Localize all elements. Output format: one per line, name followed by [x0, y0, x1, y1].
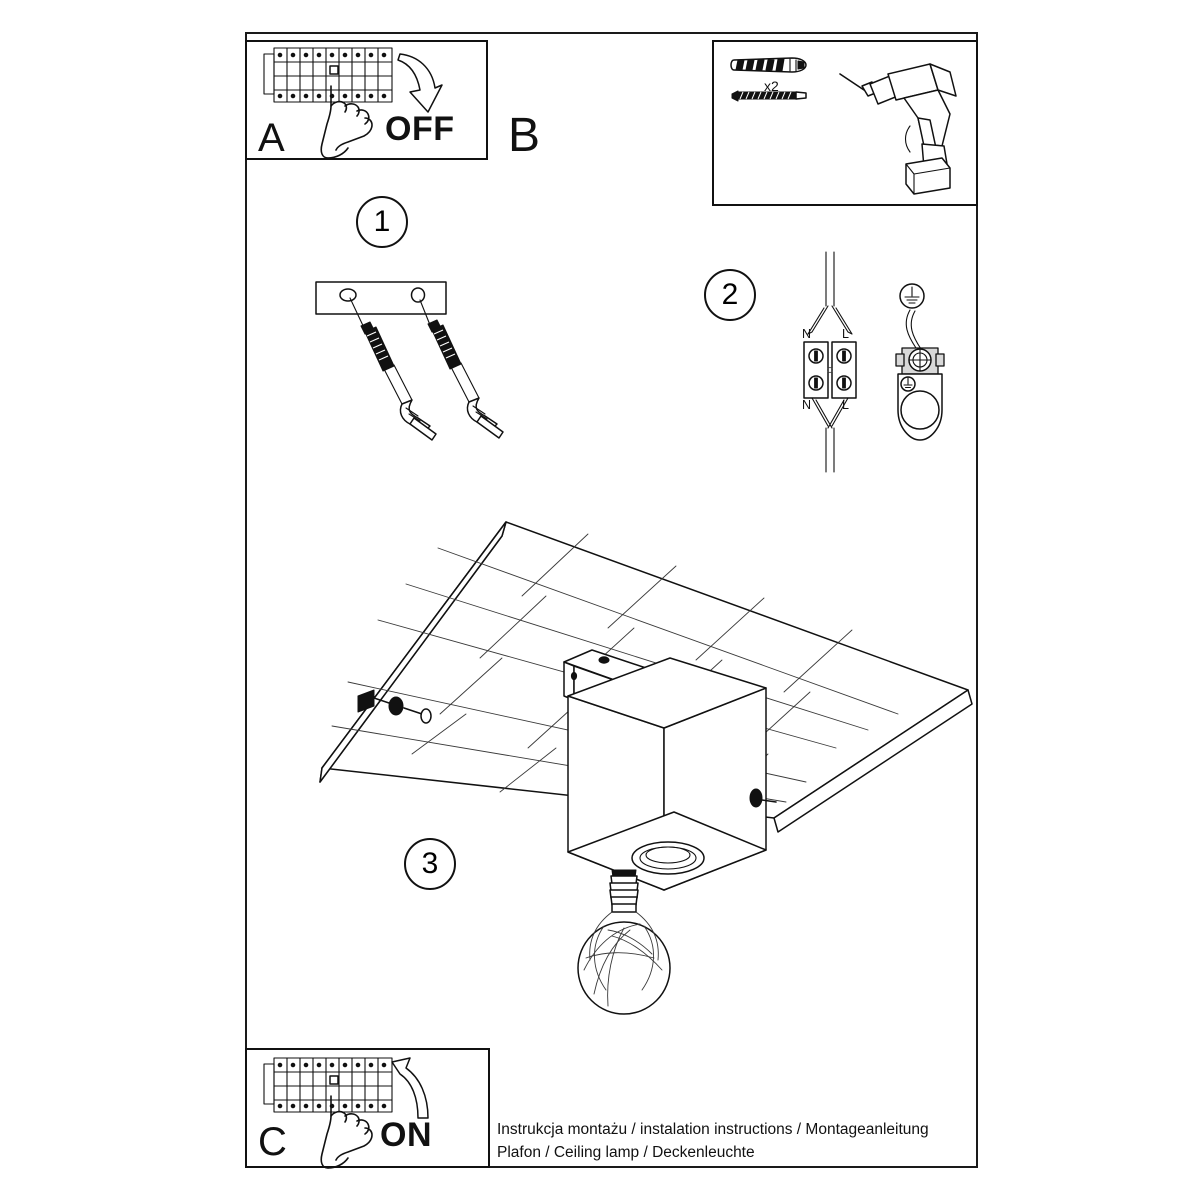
- footer-text-block: Instrukcja montażu / instalation instruc…: [497, 1118, 967, 1164]
- arrow-down-icon: [397, 53, 443, 113]
- terminal-label-l-bottom: L: [842, 398, 849, 412]
- panel-a-action-label: OFF: [385, 110, 455, 148]
- panel-c-box: [245, 1048, 490, 1168]
- panel-c-action-label: ON: [380, 1116, 432, 1154]
- panel-a-letter: A: [258, 116, 285, 160]
- light-bulb-icon: [577, 869, 671, 1015]
- panel-b-quantity-label: x2: [764, 78, 779, 94]
- wall-plug-icon: [730, 57, 807, 73]
- mounting-bracket-with-hardware-icon: [315, 281, 504, 441]
- circuit-breaker-panel-c-icon: [263, 1057, 393, 1113]
- terminal-label-n-bottom: N: [802, 398, 812, 412]
- pointing-hand-a-icon: [320, 85, 373, 159]
- panel-b-letter: B: [508, 109, 541, 162]
- footer-line-1: Instrukcja montażu / instalation instruc…: [497, 1121, 929, 1138]
- terminal-label-l-top: L: [842, 327, 849, 341]
- circuit-breaker-panel-a-icon: [263, 47, 393, 103]
- arrow-up-icon: [391, 1057, 429, 1119]
- step-1-bubble: 1: [356, 196, 408, 248]
- step-3-bubble: 3: [404, 838, 456, 890]
- footer-line-2: Plafon / Ceiling lamp / Deckenleuchte: [497, 1144, 755, 1161]
- step-2-bubble: 2: [704, 269, 756, 321]
- earth-ground-symbol: [899, 283, 925, 309]
- power-drill-icon: [839, 63, 957, 195]
- panel-c-letter: C: [258, 1120, 287, 1164]
- pointing-hand-c-icon: [320, 1095, 373, 1169]
- earth-ground-connection-icon: [895, 283, 945, 441]
- terminal-label-n-top: N: [802, 327, 812, 341]
- page-border: [245, 32, 978, 1168]
- terminal-block-wiring-icon: [803, 251, 857, 473]
- panel-a-box: [245, 40, 488, 160]
- screw-icon: [731, 90, 807, 102]
